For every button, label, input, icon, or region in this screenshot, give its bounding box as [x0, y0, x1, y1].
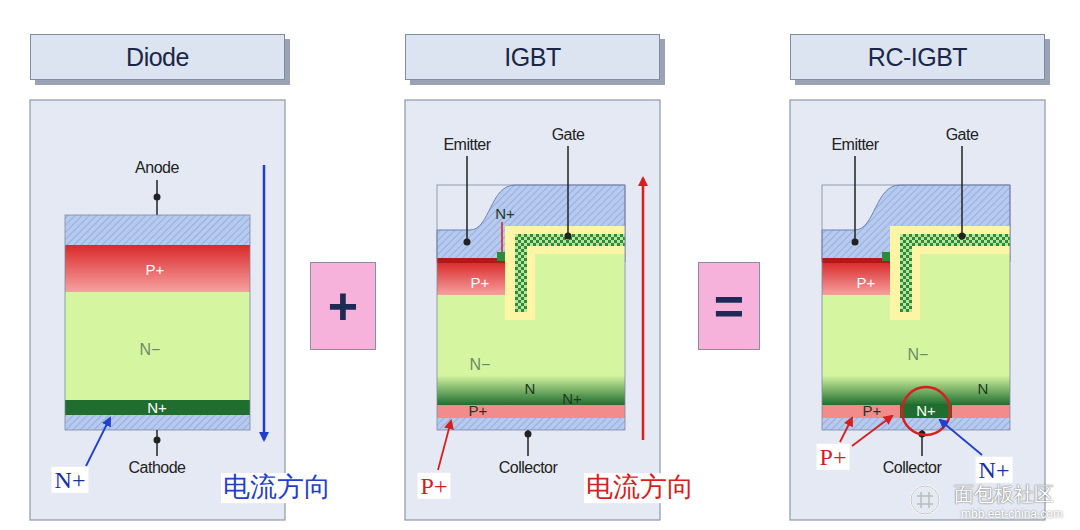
layer-name: N− [908, 346, 929, 364]
terminal-name: Collector [499, 459, 558, 477]
callout-label: N+ [52, 467, 89, 493]
terminal-name: Collector [883, 459, 942, 477]
layer-name: N [525, 381, 536, 398]
layer-name: N− [470, 356, 491, 374]
layer-name: P+ [857, 275, 876, 292]
current-direction: 电流方向 [584, 473, 696, 503]
plus-sign: + [310, 262, 376, 350]
terminal-name: Anode [135, 159, 179, 177]
watermark: 面包板社区 [954, 483, 1054, 505]
callout-label: P+ [418, 473, 451, 499]
current-direction: 电流方向 [221, 473, 333, 503]
layer-name: P+ [146, 262, 165, 279]
equals-sign-text: = [714, 276, 744, 336]
terminal-name: Gate [552, 126, 585, 144]
terminal-name: Cathode [129, 459, 186, 477]
panel-title-text: IGBT [504, 43, 560, 72]
layer-name: N+ [562, 391, 582, 408]
panel-title-text: RC-IGBT [868, 43, 967, 72]
callout-label: N+ [976, 457, 1013, 483]
terminal-name: Gate [946, 126, 979, 144]
panel-title-text: Diode [126, 43, 189, 72]
layer-name: N+ [495, 206, 515, 223]
layer-name: P+ [863, 403, 882, 420]
plus-sign-text: + [328, 276, 358, 336]
layer-name: P+ [471, 275, 490, 292]
layer-name: N+ [916, 403, 936, 420]
layer-name: N− [140, 341, 161, 359]
panel-title: Diode [30, 34, 285, 80]
layer-name: P+ [469, 403, 488, 420]
terminal-name: Emitter [831, 136, 878, 154]
panel-title: RC-IGBT [790, 34, 1045, 80]
panel-title: IGBT [405, 34, 660, 80]
layer-name: N+ [147, 400, 167, 417]
layer-name: N [978, 381, 989, 398]
equals-sign: = [698, 262, 760, 350]
callout-label: P+ [817, 444, 850, 470]
terminal-name: Emitter [443, 136, 490, 154]
watermark: mbb.eet-china.com [961, 508, 1063, 521]
